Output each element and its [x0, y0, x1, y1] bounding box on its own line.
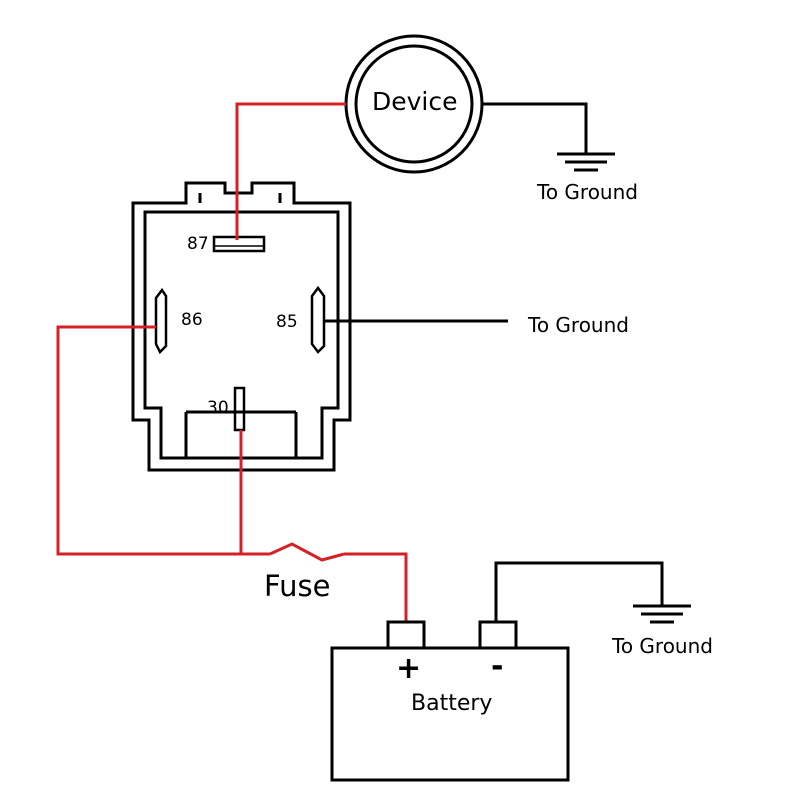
device-label: Device	[372, 87, 458, 116]
ground-symbol-icon	[633, 604, 691, 624]
battery-body	[330, 620, 570, 782]
battery-label: Battery	[411, 691, 493, 716]
ground-symbol-icon	[557, 152, 615, 172]
battery-ground-label: To Ground	[612, 634, 713, 658]
battery-negative-sign: -	[491, 649, 504, 684]
fuse-label: Fuse	[264, 569, 331, 603]
pin-85-terminal	[310, 285, 326, 354]
hot-wires	[56, 102, 408, 622]
pin-85-label: 85	[276, 312, 298, 332]
device-ground-label: To Ground	[537, 180, 638, 204]
pin-86-terminal	[154, 287, 168, 355]
pin-87-label: 87	[187, 234, 209, 254]
pin-30-label: 30	[207, 398, 229, 418]
pin-86-label: 86	[181, 310, 203, 330]
fuse-icon	[269, 542, 345, 562]
pin-87-terminal	[212, 235, 266, 253]
relay-ground-label: To Ground	[528, 313, 629, 337]
pin-30-terminal	[233, 386, 246, 432]
relay-body	[131, 181, 352, 472]
device-ground-wire	[482, 102, 588, 154]
battery-ground-wire	[494, 561, 664, 622]
battery-positive-sign: +	[396, 651, 422, 686]
